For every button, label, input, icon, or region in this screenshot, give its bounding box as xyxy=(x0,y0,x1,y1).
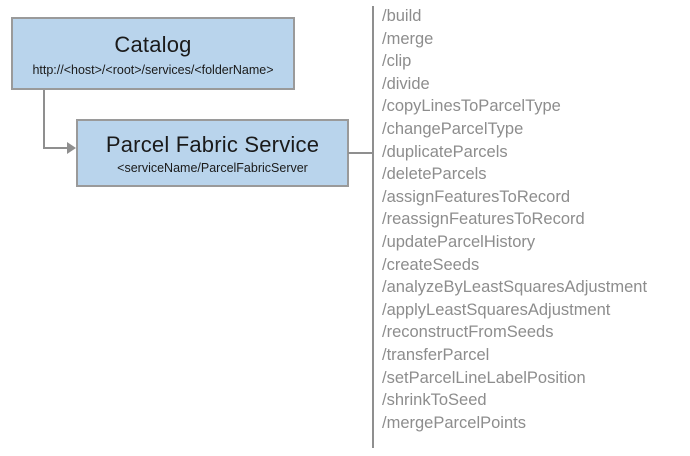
operations-list: /build/merge/clip/divide/copyLinesToParc… xyxy=(382,5,687,434)
operation-list-item[interactable]: /mergeParcelPoints xyxy=(382,413,526,432)
parcel-fabric-service-node[interactable]: Parcel Fabric Service <serviceName/Parce… xyxy=(76,119,349,187)
catalog-node-url: http://<host>/<root>/services/<folderNam… xyxy=(32,62,274,77)
operation-list-item[interactable]: /duplicateParcels xyxy=(382,142,508,161)
catalog-to-service-connector-vertical xyxy=(43,90,45,148)
operation-list-item[interactable]: /shrinkToSeed xyxy=(382,391,487,410)
operation-list-item[interactable]: /updateParcelHistory xyxy=(382,232,536,251)
operation-list-item[interactable]: /clip xyxy=(382,52,412,71)
operation-list-item[interactable]: /merge xyxy=(382,29,434,48)
catalog-to-service-connector-horizontal xyxy=(43,147,71,149)
operation-list-item[interactable]: /reconstructFromSeeds xyxy=(382,323,554,342)
catalog-node-title: Catalog xyxy=(114,31,192,57)
operation-list-item[interactable]: /createSeeds xyxy=(382,255,480,274)
operation-list-item[interactable]: /build xyxy=(382,7,422,25)
parcel-fabric-service-node-url: <serviceName/ParcelFabricServer xyxy=(117,160,308,175)
operation-list-item[interactable]: /changeParcelType xyxy=(382,119,524,138)
operation-list-item[interactable]: /divide xyxy=(382,74,430,93)
catalog-node[interactable]: Catalog http://<host>/<root>/services/<f… xyxy=(11,17,295,90)
operation-list-item[interactable]: /analyzeByLeastSquaresAdjustment xyxy=(382,278,648,297)
operation-list-item[interactable]: /setParcelLineLabelPosition xyxy=(382,368,586,387)
operation-list-item[interactable]: /assignFeaturesToRecord xyxy=(382,187,571,206)
operation-list-item[interactable]: /applyLeastSquaresAdjustment xyxy=(382,300,611,319)
operation-list-item[interactable]: /transferParcel xyxy=(382,345,490,364)
service-to-operations-connector xyxy=(348,152,374,154)
operation-list-item[interactable]: /reassignFeaturesToRecord xyxy=(382,210,585,229)
operation-list-item[interactable]: /deleteParcels xyxy=(382,165,487,184)
operation-list-item[interactable]: /copyLinesToParcelType xyxy=(382,97,561,116)
arrowhead-icon xyxy=(67,142,76,154)
operations-rail-line xyxy=(372,6,374,448)
parcel-fabric-service-node-title: Parcel Fabric Service xyxy=(105,131,320,157)
